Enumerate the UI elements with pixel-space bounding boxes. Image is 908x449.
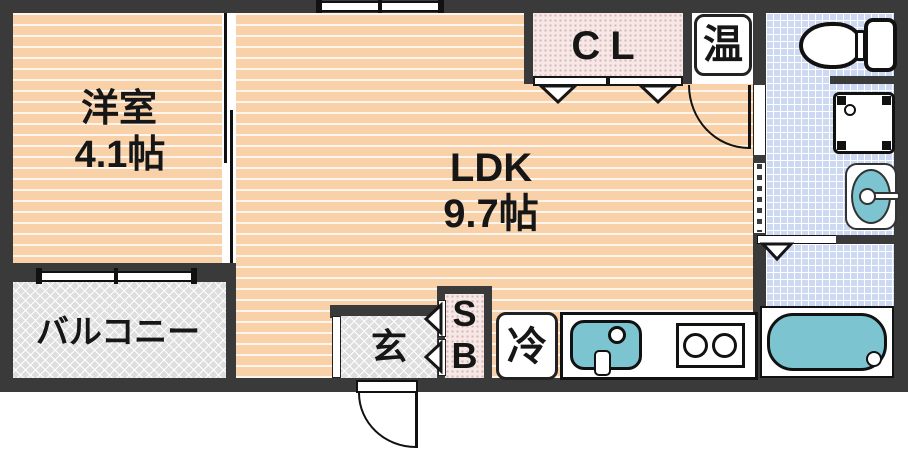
wall-room-balcony: [13, 263, 226, 272]
sink-drain-tab: [594, 350, 611, 376]
western-room-floor: [13, 13, 222, 263]
closet-label: CL: [571, 24, 645, 68]
bathroom-door-swing-icon: [760, 242, 794, 262]
wall-genkan-top: [330, 305, 447, 318]
window-top-cap-left: [316, 0, 322, 13]
washbasin-faucet: [859, 188, 876, 205]
washroom-door-opening: [753, 85, 766, 155]
toilet-tank: [864, 18, 897, 72]
closet-area: [533, 13, 683, 78]
entrance-door-leaf: [415, 393, 418, 448]
refrigerator-label: 冷: [507, 325, 547, 369]
genkan-area: [341, 316, 437, 378]
refrigerator-box: [496, 312, 558, 380]
wall-toilet-partial: [830, 76, 908, 84]
wall-right: [894, 0, 908, 392]
closet-door-swing-left-icon: [538, 84, 578, 104]
stove-burner-right: [712, 333, 737, 358]
entrance-door-swing-arc: [358, 393, 416, 448]
shoe-box-letter-top: S: [452, 293, 477, 334]
toilet-bowl: [799, 22, 862, 69]
sink-faucet: [608, 326, 626, 344]
window-balcony-mullion: [114, 268, 118, 284]
pan-corner-br: [882, 141, 891, 150]
wall-dashed-dashes: [757, 164, 762, 232]
balcony-label: バルコニー: [35, 313, 201, 350]
shoe-box-swing-bottom-icon: [423, 340, 443, 374]
genkan-label: 玄: [370, 326, 407, 367]
water-heater-label: 温: [703, 23, 743, 67]
water-heater-box: [694, 14, 752, 76]
balcony-floor: [13, 282, 226, 378]
pan-corner-tl: [837, 96, 846, 105]
wall-bath-partition: [836, 235, 894, 244]
wall-left: [0, 0, 13, 392]
pan-drain: [844, 104, 856, 116]
western-room-label: 洋室: [80, 88, 157, 130]
wall-balcony-right: [226, 263, 236, 392]
ldk-size: 9.7帖: [443, 192, 539, 236]
window-top-cap-right: [438, 0, 444, 13]
stove-burner-left: [683, 333, 708, 358]
pan-corner-tr: [882, 96, 891, 105]
entrance-door-opening: [356, 380, 418, 393]
pan-corner-bl: [837, 141, 846, 150]
sliding-door-panel-right: [230, 110, 233, 263]
closet-door-swing-right-icon: [638, 84, 678, 104]
wall-top: [0, 0, 908, 13]
washbasin-faucet-bar: [872, 192, 900, 200]
wall-ldk-washroom-mid: [753, 155, 766, 163]
wall-room-balcony-right: [197, 271, 226, 282]
window-top-mullion: [378, 0, 382, 13]
wall-closet-right: [683, 0, 692, 84]
bathtub-drain: [866, 351, 882, 367]
shoe-box-swing-top-icon: [423, 302, 443, 336]
wall-closet-left: [524, 0, 533, 84]
washroom-door-leaf: [748, 85, 751, 149]
genkan-step-bar: [332, 316, 341, 378]
sliding-door-panel-left: [224, 13, 227, 163]
shoe-box-letter-bottom: B: [451, 335, 478, 376]
window-balcony-cap-left: [36, 268, 42, 284]
wall-room-balcony-left: [13, 271, 38, 282]
ldk-label: LDK: [449, 146, 533, 190]
western-room-size: 4.1帖: [74, 134, 166, 176]
wall-ldk-washroom-top: [753, 0, 766, 85]
window-balcony-cap-right: [191, 268, 197, 284]
shoe-box-area: [445, 294, 484, 378]
